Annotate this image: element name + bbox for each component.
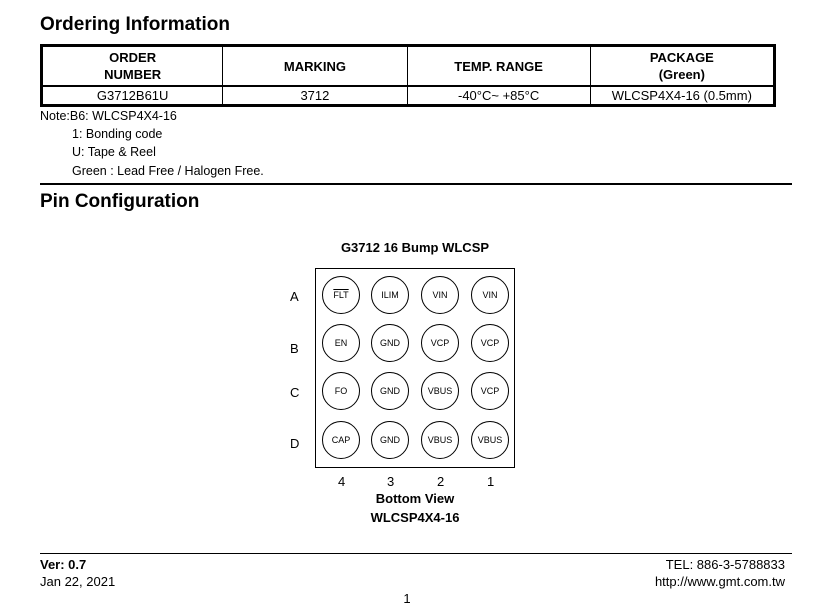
cell-order-number: G3712B61U — [40, 85, 224, 106]
ball-a2: VIN — [421, 276, 459, 314]
note-line-2: 1: Bonding code — [72, 127, 163, 141]
table-row: G3712B61U 3712 -40°C~ +85°C WLCSP4X4-16 … — [40, 85, 776, 106]
ball-d4: CAP — [322, 421, 360, 459]
package-title: G3712 16 Bump WLCSP — [340, 240, 490, 255]
col-label-4: 4 — [338, 474, 346, 489]
cell-package: WLCSP4X4-16 (0.5mm) — [589, 85, 776, 106]
footer-url: http://www.gmt.com.tw — [654, 574, 785, 589]
ball-b3: GND — [371, 324, 409, 362]
ball-a3: ILIM — [371, 276, 409, 314]
package-outline: FLT ILIM VIN VIN EN GND VCP VCP FO GND V… — [315, 268, 515, 468]
col-label-2: 2 — [437, 474, 445, 489]
ball-c3: GND — [371, 372, 409, 410]
row-label-b: B — [290, 341, 299, 356]
header-marking: MARKING — [222, 45, 408, 87]
col-label-3: 3 — [387, 474, 395, 489]
page-number: 1 — [403, 591, 411, 606]
row-label-a: A — [290, 289, 299, 304]
ball-d3: GND — [371, 421, 409, 459]
pin-config-title: Pin Configuration — [40, 191, 200, 212]
row-label-c: C — [290, 385, 300, 400]
ball-d1: VBUS — [471, 421, 509, 459]
header-package: PACKAGE(Green) — [589, 45, 776, 87]
ordering-title: Ordering Information — [40, 14, 230, 35]
ball-c1: VCP — [471, 372, 509, 410]
col-label-1: 1 — [487, 474, 495, 489]
ball-b4: EN — [322, 324, 360, 362]
ball-b2: VCP — [421, 324, 459, 362]
footer-divider — [40, 553, 792, 554]
cell-marking: 3712 — [222, 85, 408, 106]
cell-temp-range: -40°C~ +85°C — [406, 85, 591, 106]
ball-d2: VBUS — [421, 421, 459, 459]
ball-b1: VCP — [471, 324, 509, 362]
footer-tel: TEL: 886-3-5788833 — [665, 557, 785, 572]
section-divider — [40, 183, 792, 185]
bottom-view-label: Bottom View — [375, 491, 455, 506]
package-label: WLCSP4X4-16 — [370, 510, 460, 525]
note-line-3: U: Tape & Reel — [72, 145, 156, 159]
note-line-1: Note:B6: WLCSP4X4-16 — [40, 109, 177, 123]
ball-a4: FLT — [322, 276, 360, 314]
footer-version: Ver: 0.7 — [40, 557, 87, 572]
footer-date: Jan 22, 2021 — [40, 574, 116, 589]
ball-a1: VIN — [471, 276, 509, 314]
row-label-d: D — [290, 436, 300, 451]
header-temp-range: TEMP. RANGE — [406, 45, 591, 87]
note-line-4: Green : Lead Free / Halogen Free. — [72, 164, 264, 178]
ball-c2: VBUS — [421, 372, 459, 410]
ball-c4: FO — [322, 372, 360, 410]
